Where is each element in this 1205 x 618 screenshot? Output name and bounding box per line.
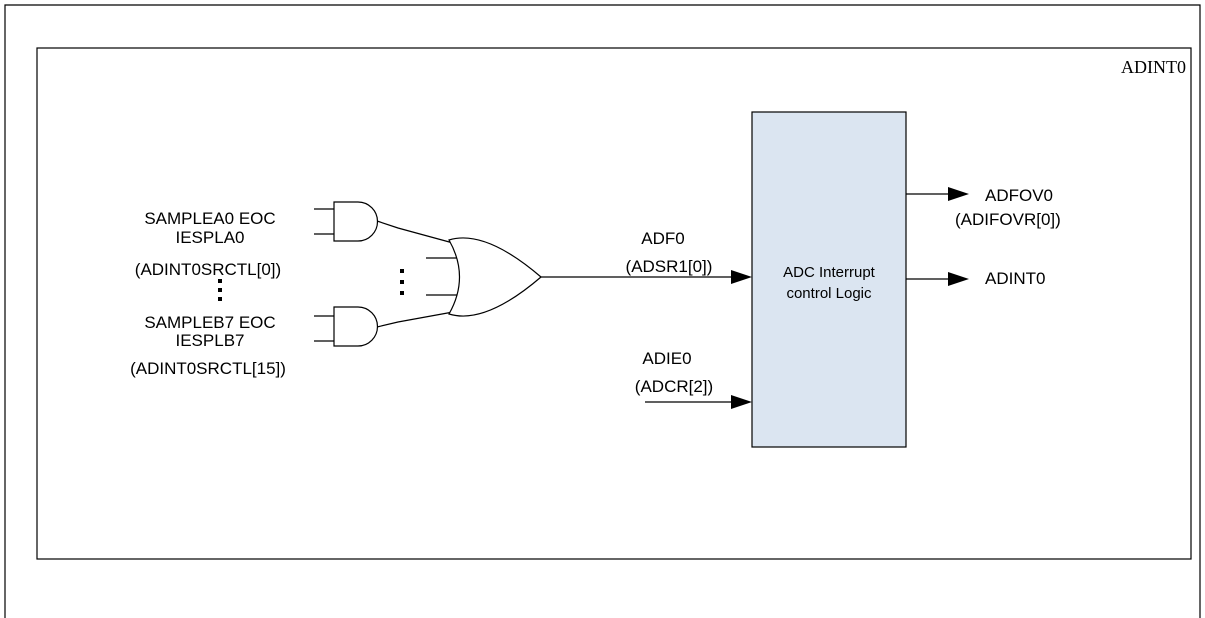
input-b7-enable: IESPLB7 xyxy=(176,331,245,350)
adie0-arrow-icon xyxy=(731,395,752,409)
adint0-container xyxy=(36,47,1192,560)
page-frame xyxy=(4,4,1201,618)
or-gate xyxy=(448,237,542,317)
or-input-ellipsis xyxy=(400,269,404,295)
input-a0-enable: IESPLA0 xyxy=(176,228,245,247)
adie0-register: (ADCR[2]) xyxy=(635,377,713,396)
adfov0-label: ADFOV0 xyxy=(985,186,1053,205)
wire-and-a0-to-or xyxy=(376,220,454,244)
input-b7-label: SAMPLEB7 EOC xyxy=(144,313,275,332)
adf0-arrow-icon xyxy=(731,270,752,284)
adint0-arrow-icon xyxy=(948,272,969,286)
input-b7-register: (ADINT0SRCTL[15]) xyxy=(130,359,286,378)
logic-label-line1: ADC Interrupt xyxy=(783,264,876,281)
adint0-output-label: ADINT0 xyxy=(985,269,1045,288)
logic-label-line2: control Logic xyxy=(786,285,872,302)
and-gate-a0 xyxy=(314,201,379,242)
and-gate-b7 xyxy=(314,306,379,347)
container-label: ADINT0 xyxy=(1121,57,1186,77)
adf0-register: (ADSR1[0]) xyxy=(626,257,713,276)
wire-and-b7-to-or xyxy=(376,311,454,328)
input-ellipsis xyxy=(218,279,222,301)
adfov0-register: (ADIFOVR[0]) xyxy=(955,210,1061,229)
input-a0-label: SAMPLEA0 EOC xyxy=(144,209,275,228)
adc-interrupt-control-logic xyxy=(751,111,907,448)
adfov0-arrow-icon xyxy=(948,187,969,201)
adf0-label: ADF0 xyxy=(641,229,684,248)
adie0-label: ADIE0 xyxy=(642,349,691,368)
input-a0-register: (ADINT0SRCTL[0]) xyxy=(135,260,281,279)
